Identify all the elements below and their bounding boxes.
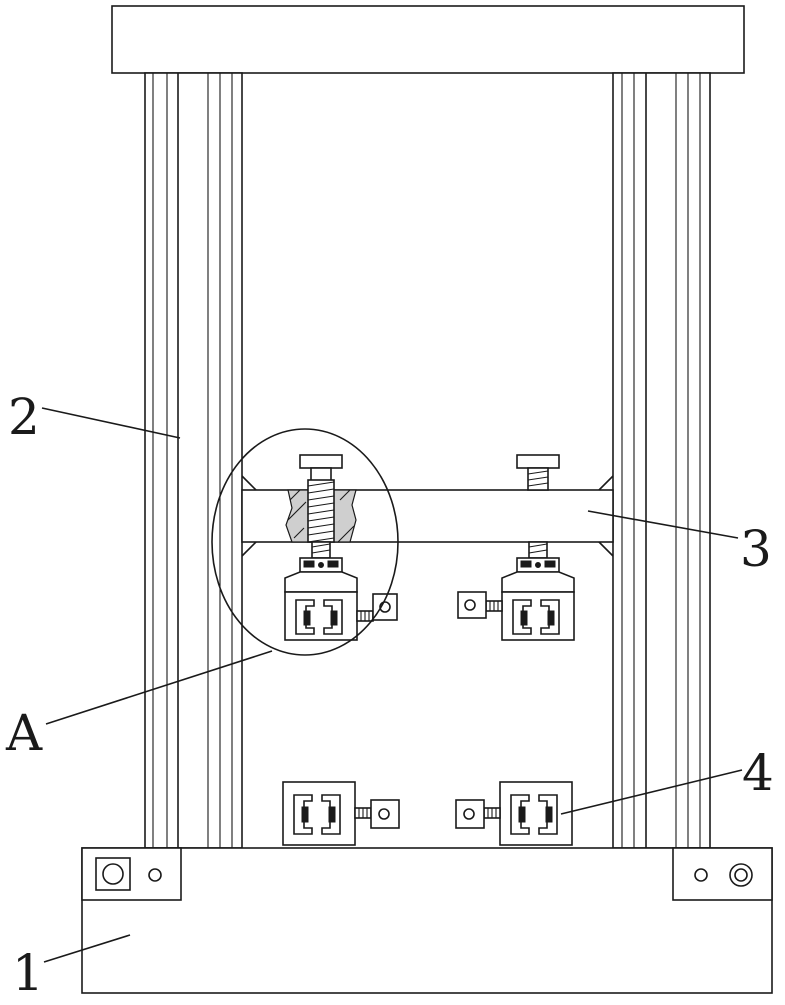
label-1: 1 <box>12 944 44 1000</box>
detail-circle-a <box>211 428 399 656</box>
leader-line-3 <box>587 510 739 539</box>
right-column <box>612 72 711 849</box>
leader-line-4 <box>560 769 743 815</box>
leader-line-a <box>45 650 273 725</box>
left-screw-assembly <box>284 454 358 593</box>
label-3: 3 <box>740 520 772 578</box>
left-column <box>144 72 243 849</box>
clamp-upper-right <box>457 591 575 641</box>
base <box>81 847 773 994</box>
leader-line-2 <box>41 407 181 439</box>
clamp-lower-right <box>455 781 573 846</box>
label-4: 4 <box>742 744 774 802</box>
clamp-lower-left <box>282 781 400 846</box>
right-screw-assembly <box>501 454 575 593</box>
leader-line-1 <box>43 934 131 963</box>
label-2: 2 <box>8 388 40 446</box>
clamp-upper-left <box>284 591 398 641</box>
top-plate <box>111 5 745 74</box>
label-a: A <box>5 704 43 762</box>
